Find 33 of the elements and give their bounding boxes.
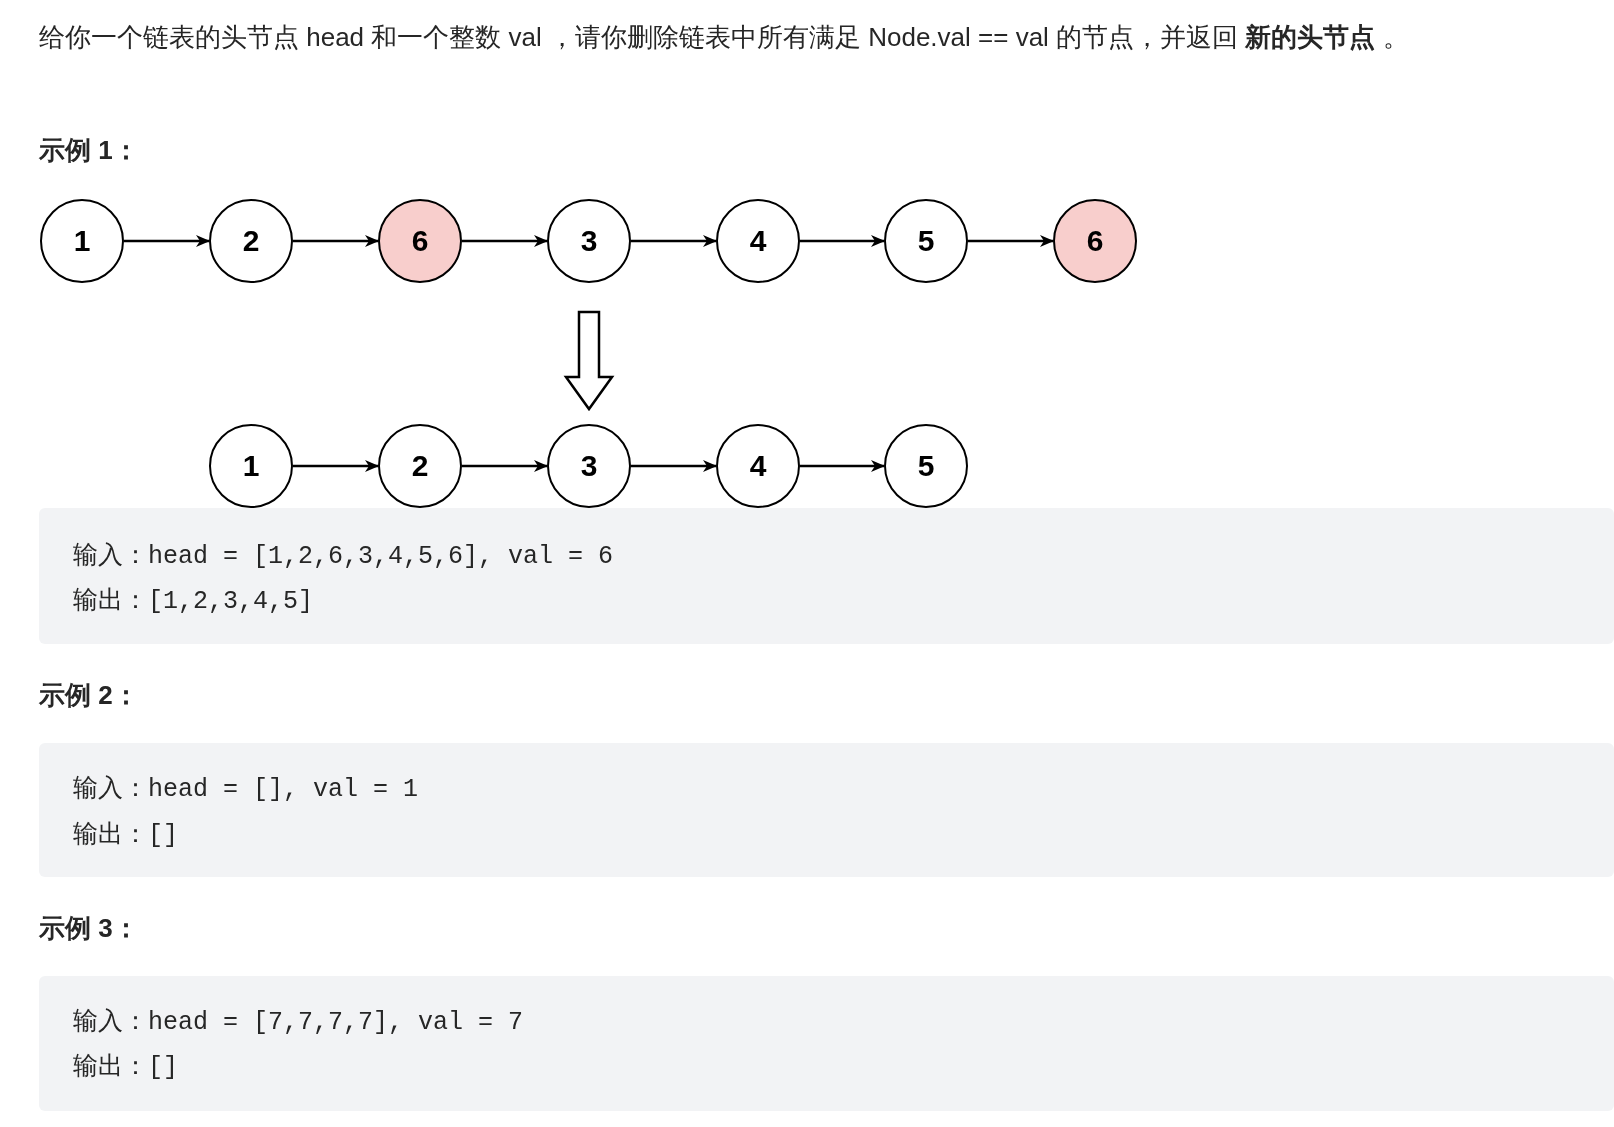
arrow: [462, 235, 548, 247]
list-node: 3: [547, 424, 631, 508]
example-heading: 示例 3：: [39, 912, 139, 945]
list-node: 1: [40, 199, 124, 283]
list-node: 2: [209, 199, 293, 283]
list-node: 1: [209, 424, 293, 508]
code-line: 输入：head = [], val = 1: [73, 774, 419, 804]
list-node: 2: [378, 424, 462, 508]
example-heading: 示例 2：: [39, 679, 139, 712]
arrow: [124, 235, 210, 247]
arrow: [968, 235, 1054, 247]
arrow: [293, 235, 379, 247]
code-line: 输出：[]: [73, 1052, 178, 1082]
arrow: [631, 460, 717, 472]
arrow: [631, 235, 717, 247]
list-node: 3: [547, 199, 631, 283]
arrow: [800, 460, 885, 472]
list-node: 6: [378, 199, 462, 283]
code-line: 输出：[]: [73, 820, 178, 850]
hollow-arrow: [563, 310, 615, 412]
problem-statement: 给你一个链表的头节点 head 和一个整数 val ，请你删除链表中所有满足 Node.val == val 的节点，并返回 新的头节点 。: [39, 21, 1409, 54]
example-heading: 示例 1：: [39, 134, 139, 167]
list-node: 6: [1053, 199, 1137, 283]
code-line: 输入：head = [7,7,7,7], val = 7: [73, 1007, 524, 1037]
list-node: 5: [884, 199, 968, 283]
arrow: [800, 235, 885, 247]
list-node: 4: [716, 424, 800, 508]
list-node: 5: [884, 424, 968, 508]
arrow: [293, 460, 379, 472]
arrow: [462, 460, 548, 472]
code-line: 输入：head = [1,2,6,3,4,5,6], val = 6: [73, 541, 614, 571]
code-line: 输出：[1,2,3,4,5]: [73, 586, 314, 616]
list-node: 4: [716, 199, 800, 283]
